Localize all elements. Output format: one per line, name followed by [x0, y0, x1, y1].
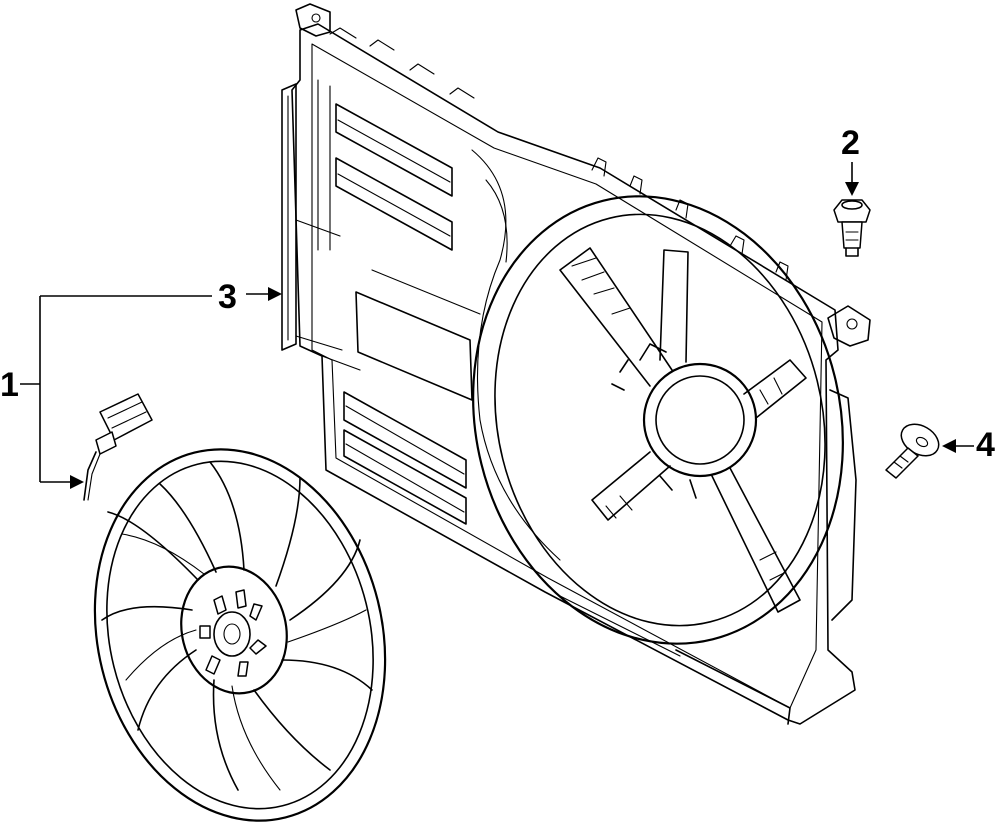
- callout-4: 4: [942, 426, 995, 464]
- callout-3: 3: [218, 278, 282, 316]
- callout-4-label: 4: [976, 426, 995, 464]
- clip-fastener: [833, 199, 871, 257]
- bolt-fastener: [885, 423, 940, 479]
- callout-2: 2: [841, 124, 860, 196]
- fan-shroud: [281, 3, 871, 725]
- callout-3-label: 3: [218, 278, 237, 316]
- fan-assembly: [83, 393, 387, 822]
- callout-2-label: 2: [841, 124, 860, 162]
- callout-1: 1: [0, 295, 212, 489]
- callout-1-label: 1: [0, 366, 19, 404]
